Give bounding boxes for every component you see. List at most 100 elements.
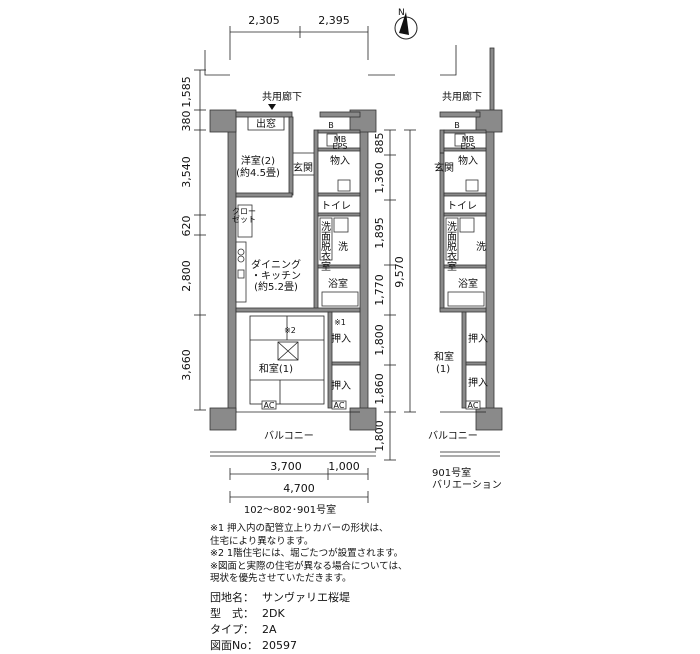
- dim-right-2: 1,360: [373, 162, 386, 194]
- meta-row-drawing-no: 図面No：20597: [210, 639, 297, 652]
- var-toilet-label: トイレ: [447, 201, 477, 212]
- closet-fixture: [237, 204, 253, 238]
- main-unit: AC AC: [209, 104, 377, 457]
- note-line-4: ※図面と実際の住宅が異なる場合については、: [210, 560, 408, 572]
- var-eps-label: EPS: [461, 142, 476, 151]
- wall-corner-sw: [209, 407, 237, 431]
- note-line-1: ※1 押入内の配管立上りカバーの形状は、: [210, 523, 389, 534]
- wall-oshi-mid: [331, 361, 361, 366]
- var-corner-ne: [475, 109, 503, 133]
- storage-label: 物入: [330, 154, 350, 167]
- dim-total-bottom: 4,700: [283, 482, 315, 495]
- wall-toilet-south: [317, 212, 361, 217]
- var-japanese-label-1: 和室: [434, 350, 454, 363]
- wall-east: [359, 111, 369, 413]
- var-oshi-label-1: 押入: [468, 332, 488, 345]
- corridor-label: 共用廊下: [262, 90, 302, 103]
- svg-text:室: 室: [447, 260, 457, 273]
- wall-mb-south: [317, 147, 361, 152]
- dim-total-vertical: 9,570: [393, 256, 406, 288]
- svg-text:面: 面: [321, 232, 331, 243]
- variation-unit: [439, 47, 503, 457]
- closet-label-2: ゼット: [232, 214, 256, 224]
- mb-box: [326, 133, 338, 147]
- var-wall-east: [485, 111, 495, 413]
- svg-text:衣: 衣: [447, 250, 457, 263]
- wall-wet-west: [313, 129, 319, 311]
- wall-storage-south: [317, 192, 361, 197]
- var-wall-wet-west: [439, 129, 445, 311]
- svg-text:衣: 衣: [321, 250, 331, 263]
- meta-row-estate: 団地名：サンヴァリエ桜堤: [210, 591, 350, 604]
- var-bath-label: 浴室: [458, 277, 478, 290]
- svg-text:洗: 洗: [321, 221, 331, 233]
- var-washroom-label: 洗 面 脱 衣 室: [447, 221, 457, 273]
- bottom-dimensions: [229, 468, 369, 503]
- washer-label: 洗: [338, 241, 348, 253]
- closet-label-1: クロー: [232, 207, 256, 216]
- wall-western-south: [235, 192, 293, 198]
- ac-label-2: AC: [334, 401, 345, 410]
- balcony-label: バルコニー: [264, 430, 314, 442]
- dim-left-6: 3,660: [180, 349, 193, 381]
- meta-row-type: タイプ：2A: [210, 623, 277, 636]
- var-corner-se: [475, 407, 503, 431]
- wall-top: [235, 111, 293, 118]
- var-wall-top: [489, 47, 495, 111]
- var-japanese-label-2: (1): [436, 364, 450, 375]
- note-line-2: 住宅により異なります。: [210, 535, 314, 547]
- dim-left-1: 1,585: [180, 76, 193, 108]
- dim-left-3: 3,540: [180, 156, 193, 188]
- note-line-3: ※2 1階住宅には、堀ごたつが設置されます。: [210, 548, 404, 559]
- japanese-room-label: 和室(1): [259, 362, 293, 375]
- svg-text:洗: 洗: [447, 221, 457, 233]
- note2-mark: ※2: [284, 326, 296, 335]
- dim-right-4: 1,770: [373, 274, 386, 306]
- oshi-label-2: 押入: [331, 379, 351, 392]
- dk-label-2: ・キッチン: [251, 270, 301, 282]
- svg-text:面: 面: [447, 232, 457, 243]
- wall-mb: [317, 129, 361, 134]
- dim-left-4: 620: [180, 216, 193, 237]
- corridor-boundary: [204, 45, 457, 76]
- svg-text:脱: 脱: [447, 240, 457, 253]
- western-room-label: 洋室(2): [241, 154, 275, 167]
- top-dimensions: [229, 26, 369, 60]
- bath-label: 浴室: [328, 277, 348, 290]
- wall-wash-south: [317, 264, 361, 269]
- dim-bottom-2: 1,000: [328, 460, 360, 473]
- var-washer-label: 洗: [476, 241, 486, 253]
- ac-unit-1: [261, 400, 277, 410]
- bay-window-label: 出窓: [256, 117, 276, 130]
- north-arrow-icon: N: [394, 8, 418, 40]
- wall-west: [227, 111, 237, 413]
- dim-top-1: 2,305: [248, 14, 280, 27]
- notes: ※1 押入内の配管立上りカバーの形状は、 住宅により異なります。 ※2 1階住宅…: [210, 523, 650, 586]
- var-storage-label: 物入: [458, 154, 478, 167]
- b-label: B: [328, 121, 334, 130]
- wall-oshi: [327, 311, 333, 409]
- entrance-label: 玄関: [293, 161, 313, 174]
- north-label: N: [398, 8, 405, 18]
- toilet-fixture-icon: [333, 217, 349, 233]
- wall-corner-se: [349, 407, 377, 431]
- dk-label-3: (約5.2畳): [254, 280, 298, 293]
- eps-label: EPS: [333, 142, 348, 151]
- dim-right-5: 1,800: [373, 324, 386, 356]
- var-entrance-label: 玄関: [434, 161, 454, 174]
- variation-label-1: 901号室: [432, 466, 471, 479]
- wall-top-right: [319, 111, 361, 118]
- var-balcony-label: バルコニー: [428, 430, 478, 442]
- var-b-label: B: [454, 121, 460, 130]
- dim-right-6: 1,860: [373, 373, 386, 405]
- variation-label-2: バリエーション: [432, 479, 502, 491]
- dim-right-3: 1,895: [373, 217, 386, 249]
- dim-left-5: 2,800: [180, 260, 193, 292]
- var-mb-label: MB: [462, 135, 474, 144]
- plan-meta: 団地名：サンヴァリエ桜堤 型 式：2DK タイプ：2A 図面No：20597: [210, 590, 350, 654]
- left-dimensions: [194, 69, 206, 411]
- note1-mark: ※1: [334, 318, 346, 327]
- note-line-5: 現状を優先させていただきます。: [210, 573, 352, 584]
- wall-corner-nw: [209, 109, 237, 133]
